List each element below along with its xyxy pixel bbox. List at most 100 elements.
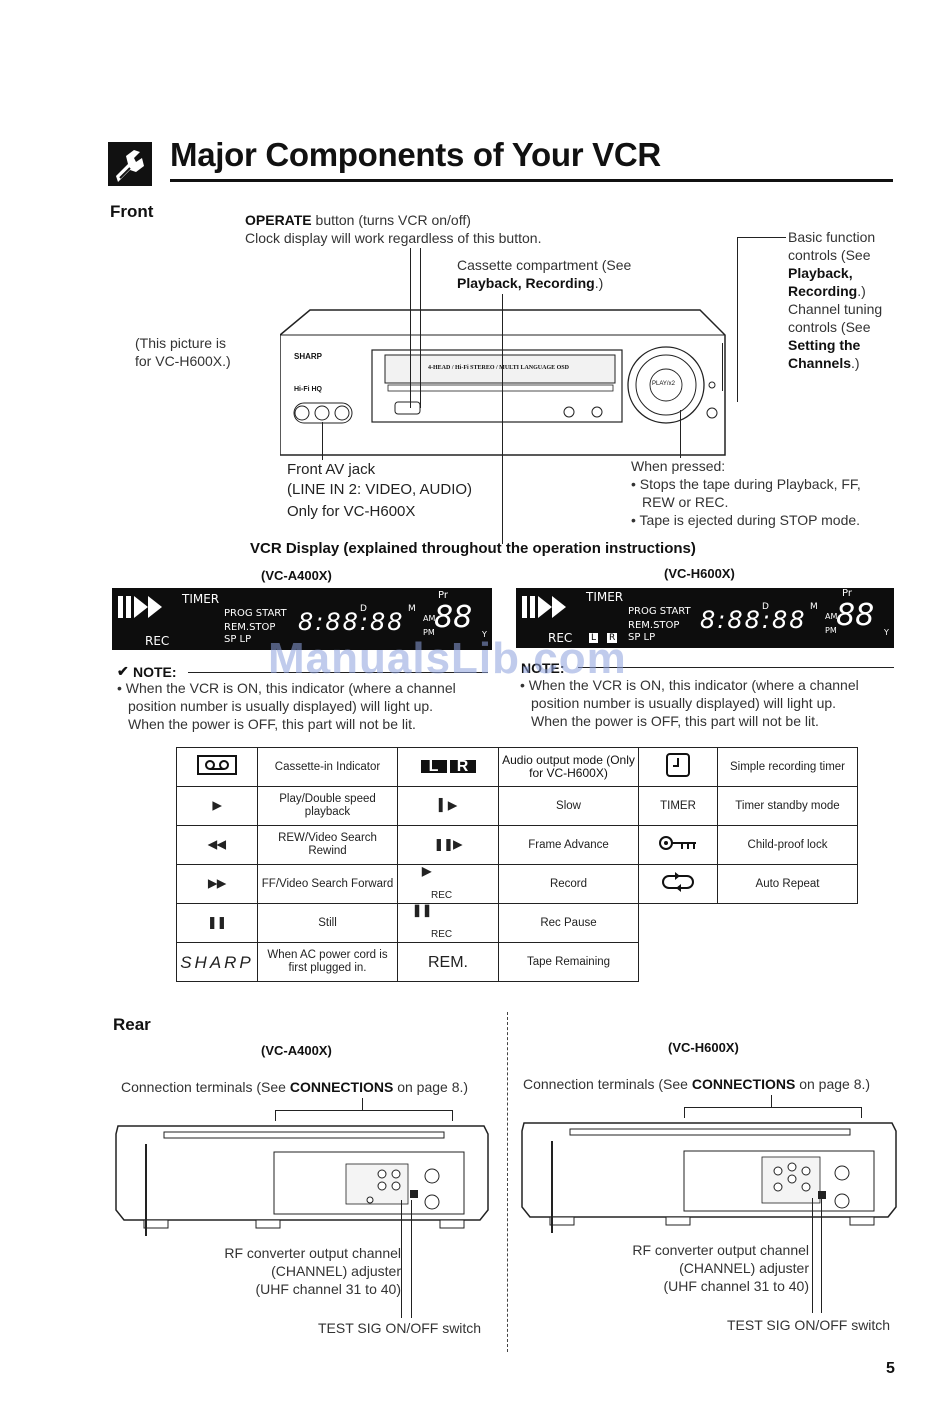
rf-h-line1: RF converter output channel — [632, 1242, 809, 1258]
leader-basic-v — [737, 237, 738, 402]
timer-text-icon: TIMER — [638, 786, 718, 826]
note-check-icon: ✔ — [117, 663, 129, 679]
table-row: ▶▶ FF/Video Search Forward ▶REC Record A… — [176, 864, 858, 904]
note-r-line1: When the VCR is ON, this indicator (wher… — [528, 677, 859, 693]
leader-basic-h — [737, 237, 786, 238]
legend-desc: Auto Repeat — [717, 864, 858, 904]
conn-pre-a: Connection terminals (See — [121, 1079, 290, 1095]
vcr-brand: SHARP — [294, 352, 323, 361]
vcr-rear-h600x — [520, 1121, 898, 1233]
legend-desc: Tape Remaining — [498, 942, 639, 982]
bracket-a — [275, 1110, 453, 1121]
note-text-right: • When the VCR is ON, this indicator (wh… — [520, 677, 859, 729]
picture-note: (This picture is for VC-H600X.) — [135, 334, 231, 370]
pressed-line4: Tape is ejected during STOP mode. — [639, 512, 861, 528]
clock-timer-icon — [638, 747, 718, 787]
vcr-rear-a400x — [114, 1124, 490, 1236]
lcd2-am: AM — [825, 612, 838, 621]
test-sig-h: TEST SIG ON/OFF switch — [727, 1317, 891, 1333]
legend-desc: Simple recording timer — [717, 747, 858, 787]
audio-l-label: L — [420, 758, 447, 774]
cassette-callout: Cassette compartment (See Playback, Reco… — [457, 256, 631, 292]
legend-desc: Child-proof lock — [717, 825, 858, 865]
rear-divider — [507, 1012, 508, 1352]
record-icon: ▶REC — [397, 864, 499, 904]
leader-rf-a — [401, 1200, 402, 1318]
lcd-pr: Pr — [438, 590, 448, 601]
conn-pre-h: Connection terminals (See — [523, 1076, 692, 1092]
rear-heading: Rear — [113, 1015, 151, 1034]
channel-bold1: Setting the — [788, 337, 861, 353]
auto-repeat-icon — [638, 864, 718, 904]
leader-cassette — [502, 294, 503, 544]
operate-label: OPERATE — [245, 212, 312, 228]
cassette-end: .) — [594, 275, 604, 291]
legend-desc: FF/Video Search Forward — [257, 864, 398, 904]
display-heading: VCR Display (explained throughout the op… — [250, 540, 696, 557]
front-heading: Front — [110, 202, 154, 221]
leader-operate-b — [420, 248, 421, 408]
test-sig-a: TEST SIG ON/OFF switch — [318, 1320, 482, 1336]
lcd2-prog: PROG START — [628, 606, 691, 617]
leader-channel — [722, 343, 723, 391]
table-row: SHARP When AC power cord is first plugge… — [176, 942, 858, 982]
lcd2-timer: TIMER — [586, 590, 624, 604]
rewind-icon: ◀◀ — [176, 825, 258, 865]
pressed-line3: REW or REC. — [642, 494, 729, 510]
lcd2-pr: Pr — [842, 588, 852, 599]
note-rule-right — [578, 667, 894, 668]
basic-line2: controls (See — [788, 247, 871, 263]
vcr-front-illustration: SHARP 4-HEAD / Hi-Fi STEREO / MULTI LANG… — [279, 305, 730, 460]
basic-line1: Basic function — [788, 229, 876, 245]
rf-a-line1: RF converter output channel — [224, 1245, 401, 1261]
lcd2-splp: SP LP — [628, 632, 656, 643]
table-row: ❚❚ Still ❚❚REC Rec Pause — [176, 903, 858, 943]
note-label-right: NOTE: — [521, 660, 565, 676]
lcd2-r: R — [607, 633, 618, 643]
legend-desc: Cassette-in Indicator — [257, 747, 398, 787]
pressed-line1: When pressed: — [631, 458, 726, 474]
rear-conn-h: Connection terminals (See CONNECTIONS on… — [523, 1075, 870, 1093]
leader-av — [322, 422, 323, 460]
rf-h-line2: (CHANNEL) adjuster — [679, 1260, 809, 1276]
lcd2-d: D — [762, 602, 769, 612]
stop-eject-callout: When pressed: • Stops the tape during Pl… — [631, 458, 861, 528]
legend-desc: Slow — [498, 786, 639, 826]
rf-h-line3: (UHF channel 31 to 40) — [663, 1278, 809, 1294]
legend-desc: Play/Double speed playback — [257, 786, 398, 826]
av-line1: Front AV jack — [287, 461, 376, 478]
rec-sub-label: REC — [431, 890, 453, 901]
legend-desc: Still — [257, 903, 398, 943]
display-model-h: (VC-H600X) — [664, 566, 735, 581]
page-title: Major Components of Your VCR — [170, 136, 661, 173]
note-text-left: • When the VCR is ON, this indicator (wh… — [117, 680, 456, 732]
table-row: ▶ Play/Double speed playback ▍▶ Slow TIM… — [176, 786, 858, 826]
bracket-h-stem — [771, 1095, 772, 1107]
key-lock-icon — [638, 825, 718, 865]
leader-operate-a — [410, 248, 411, 408]
rec-pause-sub-label: REC — [431, 929, 453, 940]
picture-note-line1: (This picture is — [135, 335, 227, 351]
audio-r-label: R — [449, 758, 476, 774]
conn-bold-h: CONNECTIONS — [691, 1076, 796, 1092]
leader-stop — [680, 410, 681, 458]
lcd-splp: SP LP — [224, 634, 252, 645]
lcd-display-a400x: TIMER PROG START REM.STOP SP LP REC Pr D… — [112, 588, 492, 650]
title-rule — [170, 179, 893, 182]
pressed-line2: Stops the tape during Playback, FF, — [639, 476, 861, 492]
av-line2: (LINE IN 2: VIDEO, AUDIO) — [287, 481, 473, 498]
display-model-a: (VC-A400X) — [261, 568, 332, 583]
vcr-logo: Hi-Fi HQ — [294, 386, 322, 393]
conn-bold-a: CONNECTIONS — [289, 1079, 394, 1095]
lcd-d: D — [360, 604, 367, 614]
vcr-play-label: PLAY/x2 — [652, 381, 675, 387]
lcd2-l: L — [589, 633, 599, 643]
vcr-strip-text: 4-HEAD / Hi-Fi STEREO / MULTI LANGUAGE O… — [428, 365, 569, 371]
cassette-bold: Playback, Recording — [457, 275, 595, 291]
leader-test-h — [821, 1198, 822, 1313]
lcd-pm: PM — [423, 628, 435, 637]
note-r-line2: position number is usually displayed) wi… — [531, 695, 837, 711]
channel-bold2: Channels — [788, 355, 852, 371]
